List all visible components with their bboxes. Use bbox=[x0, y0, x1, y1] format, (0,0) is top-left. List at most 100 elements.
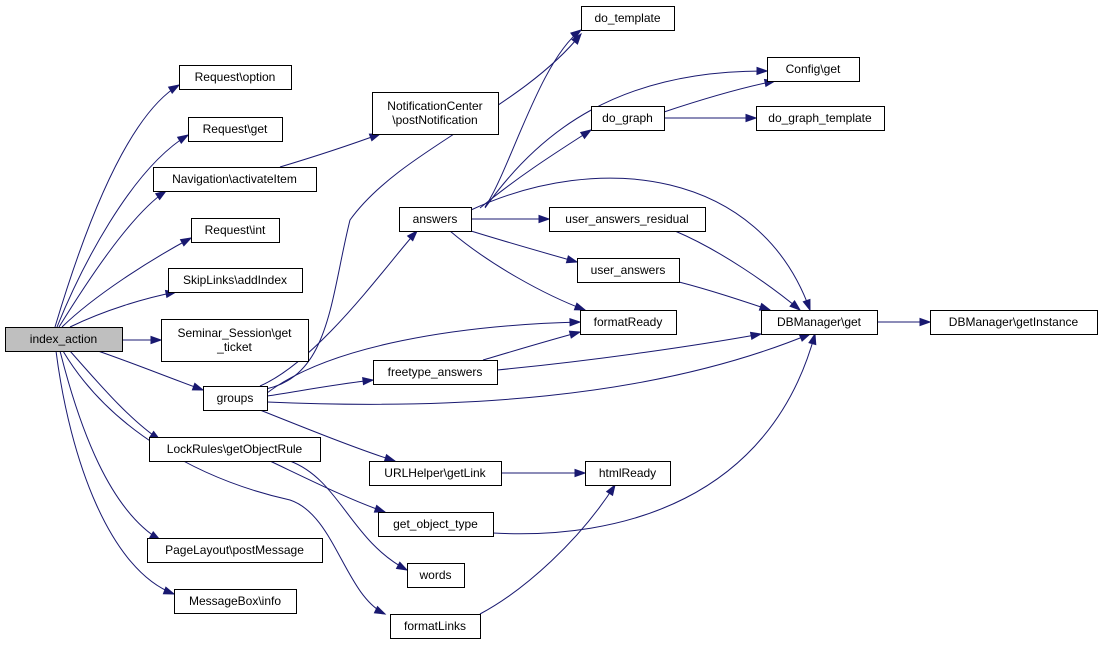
node-box[interactable] bbox=[585, 461, 671, 486]
node-box[interactable] bbox=[577, 258, 680, 283]
node-nav-activate[interactable]: Navigation\activateItem bbox=[153, 167, 317, 192]
arrowhead-icon bbox=[808, 332, 817, 346]
node-pagelayout[interactable]: PageLayout\postMessage bbox=[147, 538, 323, 563]
node-box[interactable] bbox=[5, 327, 123, 352]
node-req-option[interactable]: Request\option bbox=[179, 65, 292, 90]
node-groups[interactable]: groups bbox=[203, 386, 268, 411]
node-box[interactable] bbox=[581, 6, 675, 31]
arrowhead-icon bbox=[798, 333, 812, 342]
node-config-get[interactable]: Config\get bbox=[767, 57, 860, 82]
node-formatlinks[interactable]: formatLinks bbox=[390, 614, 481, 639]
node-box[interactable] bbox=[188, 117, 283, 142]
node-messagebox[interactable]: MessageBox\info bbox=[174, 589, 297, 614]
edge-groups-to-answers bbox=[259, 229, 419, 387]
node-answers[interactable]: answers bbox=[399, 207, 472, 232]
edge-line bbox=[54, 84, 180, 328]
edge-index_action-to-nav_activate bbox=[58, 190, 168, 328]
node-label: words bbox=[418, 568, 451, 582]
node-box[interactable] bbox=[161, 319, 309, 362]
node-do-graph-template[interactable]: do_graph_template bbox=[756, 106, 885, 131]
edge-line bbox=[61, 237, 192, 328]
edge-answers-to-uar bbox=[470, 214, 551, 224]
node-label: SkipLinks\addIndex bbox=[183, 273, 287, 287]
edge-line bbox=[269, 460, 386, 513]
node-freetype[interactable]: freetype_answers bbox=[373, 360, 498, 385]
node-box[interactable] bbox=[580, 310, 677, 335]
node-do-graph[interactable]: do_graph bbox=[591, 106, 665, 131]
edge-urlhelper-to-htmlready bbox=[501, 468, 587, 478]
node-box[interactable] bbox=[373, 360, 498, 385]
node-box[interactable] bbox=[369, 461, 502, 486]
node-uar[interactable]: user_answers_residual bbox=[549, 207, 706, 232]
node-notif[interactable]: NotificationCenter\postNotification bbox=[372, 92, 499, 135]
node-get-object-type[interactable]: get_object_type bbox=[378, 512, 494, 537]
node-skiplinks[interactable]: SkipLinks\addIndex bbox=[168, 268, 303, 293]
node-box[interactable] bbox=[378, 512, 494, 537]
node-box[interactable] bbox=[930, 310, 1098, 335]
edge-line bbox=[279, 133, 381, 168]
arrowhead-icon bbox=[570, 29, 583, 40]
node-box[interactable] bbox=[399, 207, 472, 232]
edge-answers-to-do_graph bbox=[479, 129, 593, 209]
node-box[interactable] bbox=[591, 106, 665, 131]
node-label: formatReady bbox=[594, 315, 663, 329]
edge-index_action-to-req_option bbox=[54, 84, 181, 328]
node-label: freetype_answers bbox=[388, 365, 483, 379]
arrowhead-icon bbox=[368, 133, 382, 142]
node-box[interactable] bbox=[179, 65, 292, 90]
node-req-get[interactable]: Request\get bbox=[188, 117, 283, 142]
node-words[interactable]: words bbox=[407, 563, 465, 588]
edge-answers-to-formatready bbox=[449, 230, 587, 311]
edge-line bbox=[58, 190, 167, 328]
edge-groups-to-formatready bbox=[266, 318, 582, 394]
node-lockrules[interactable]: LockRules\getObjectRule bbox=[149, 437, 321, 462]
node-box[interactable] bbox=[372, 92, 499, 135]
arrowhead-icon bbox=[179, 237, 193, 247]
node-box[interactable] bbox=[191, 218, 280, 243]
edge-line bbox=[470, 230, 578, 263]
arrowhead-icon bbox=[383, 453, 397, 462]
node-formatready[interactable]: formatReady bbox=[580, 310, 677, 335]
node-label: Navigation\activateItem bbox=[172, 172, 297, 186]
node-box[interactable] bbox=[407, 563, 465, 588]
node-box[interactable] bbox=[549, 207, 706, 232]
edge-line bbox=[678, 281, 771, 311]
node-label: htmlReady bbox=[599, 466, 656, 480]
arrowhead-icon bbox=[745, 113, 758, 123]
edge-line bbox=[266, 321, 581, 394]
edge-line bbox=[259, 409, 396, 462]
node-user-answers[interactable]: user_answers bbox=[577, 258, 680, 283]
node-box[interactable] bbox=[147, 538, 323, 563]
node-box[interactable] bbox=[761, 310, 878, 335]
edge-freetype-to-formatready bbox=[482, 330, 582, 361]
edge-lockrules-to-get_object_type bbox=[269, 460, 387, 513]
node-do-template[interactable]: do_template bbox=[581, 6, 675, 31]
node-htmlready[interactable]: htmlReady bbox=[585, 461, 671, 486]
node-urlhelper[interactable]: URLHelper\getLink bbox=[369, 461, 502, 486]
edge-groups-to-dbm_get bbox=[266, 333, 812, 405]
node-seminar[interactable]: Seminar_Session\get_ticket bbox=[161, 319, 309, 362]
arrowhead-icon bbox=[373, 504, 387, 513]
arrowhead-icon bbox=[167, 84, 181, 94]
node-box[interactable] bbox=[756, 106, 885, 131]
node-label: PageLayout\postMessage bbox=[165, 543, 304, 557]
node-box[interactable] bbox=[203, 386, 268, 411]
node-box[interactable] bbox=[153, 167, 317, 192]
arrowhead-icon bbox=[176, 134, 190, 145]
node-box[interactable] bbox=[149, 437, 321, 462]
node-req-int[interactable]: Request\int bbox=[191, 218, 280, 243]
arrowhead-icon bbox=[568, 330, 582, 339]
node-dbm-inst[interactable]: DBManager\getInstance bbox=[930, 310, 1098, 335]
node-label: do_graph_template bbox=[768, 111, 872, 125]
node-dbm-get[interactable]: DBManager\get bbox=[761, 310, 878, 335]
edge-line bbox=[259, 230, 418, 387]
node-index-action[interactable]: index_action bbox=[5, 327, 123, 352]
node-box[interactable] bbox=[174, 589, 297, 614]
edge-line bbox=[479, 129, 592, 209]
edge-line bbox=[266, 333, 811, 405]
node-box[interactable] bbox=[390, 614, 481, 639]
edge-dbm_get-to-dbm_inst bbox=[877, 317, 932, 327]
node-box[interactable] bbox=[168, 268, 303, 293]
edge-groups-to-freetype bbox=[266, 377, 375, 397]
node-box[interactable] bbox=[767, 57, 860, 82]
